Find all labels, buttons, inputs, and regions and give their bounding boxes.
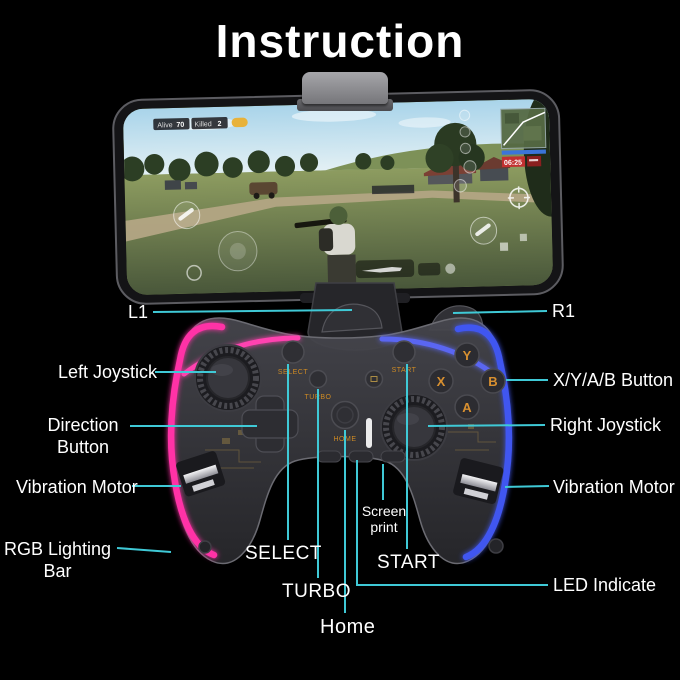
hud-joystick — [218, 230, 258, 272]
hud-buttons-column — [453, 109, 477, 193]
line-rgb-bar — [116, 547, 172, 553]
helmet — [329, 206, 348, 225]
rgb-strip-right — [454, 324, 513, 561]
phone: Alive 70 Killed 2 06:25 — [111, 88, 565, 306]
center-buttons: SELECT START TURBO HOME — [278, 340, 417, 463]
label-direction-line2: Button — [56, 437, 110, 457]
label-led-indicate: LED Indicate — [553, 575, 657, 595]
label-rgb-line1: RGB Lighting — [3, 539, 112, 559]
label-home: Home — [320, 616, 376, 638]
dirt-road — [125, 190, 552, 242]
legs — [327, 254, 357, 291]
phone-screen: Alive 70 Killed 2 06:25 — [122, 98, 554, 296]
hud-fire-button-right — [469, 216, 498, 245]
led-indicator-pills — [316, 450, 406, 463]
phone-clamp — [302, 72, 388, 104]
treeline — [122, 150, 395, 182]
hud-action-icon — [519, 233, 528, 242]
label-start: START — [377, 552, 441, 573]
direction-pad — [241, 395, 299, 453]
label-direction-line1: Direction — [47, 415, 119, 435]
x-letter: X — [437, 374, 446, 389]
label-select: SELECT — [245, 543, 322, 564]
home-button — [330, 400, 360, 430]
hud-yellow-pill — [231, 117, 248, 128]
shell-glare — [366, 418, 372, 448]
select-print: SELECT — [278, 369, 308, 376]
hud-crosshair — [507, 186, 530, 210]
label-rgb-line2: Bar — [43, 561, 72, 581]
label-turbo: TURBO — [282, 581, 351, 602]
backpack — [318, 228, 334, 252]
line-led-indicate — [356, 460, 548, 586]
y-letter: Y — [463, 348, 472, 363]
line-l1 — [152, 309, 353, 313]
cloud — [291, 109, 377, 122]
line-right-joystick — [427, 424, 546, 427]
line-vibration-right — [504, 485, 550, 488]
screenshot-button — [364, 369, 384, 389]
player-character — [294, 206, 357, 291]
line-r1 — [452, 310, 548, 314]
start-print: START — [392, 367, 417, 374]
label-rgb-lighting-bar: RGB Lighting Bar — [0, 538, 115, 582]
select-button — [281, 340, 305, 364]
hud-killed-label: Killed — [194, 120, 211, 129]
hud-coin-icon — [186, 264, 202, 281]
hud-action-icon — [499, 242, 509, 251]
hud-blue-bar — [501, 149, 546, 155]
face-buttons: Y X B A — [428, 342, 506, 420]
home-button-ring — [336, 406, 354, 424]
hud-timer-badge — [501, 156, 526, 168]
label-direction-button: Direction Button — [40, 414, 126, 458]
hud-weapon-bar — [355, 233, 528, 279]
big-tree — [425, 122, 485, 203]
x-button — [428, 368, 454, 394]
label-vibration-motor-left: Vibration Motor — [16, 477, 138, 497]
hud-killfeed-text — [529, 159, 539, 162]
b-button — [480, 368, 506, 394]
game-scene: Alive 70 Killed 2 06:25 — [122, 98, 554, 296]
grip-screw-right — [488, 538, 504, 554]
a-button — [454, 394, 480, 420]
a-letter: A — [462, 400, 472, 415]
hud-timer: 06:25 — [504, 159, 522, 168]
turbo-button — [308, 369, 328, 389]
vibration-motor-right — [453, 458, 504, 504]
hud-fire-button-left — [173, 201, 201, 230]
rgb-strip-right-inner — [379, 336, 499, 379]
minimap-trail — [503, 111, 546, 146]
hud-alive-label: Alive — [157, 121, 172, 129]
minimap-patch — [504, 112, 520, 124]
truck-wreck — [249, 182, 278, 199]
cloud — [398, 117, 451, 128]
label-screen-line1: Screen — [361, 503, 407, 519]
hud: Alive 70 Killed 2 06:25 — [153, 107, 547, 281]
label-vibration-motor-right: Vibration Motor — [553, 477, 675, 497]
vibration-motor-left — [176, 451, 226, 497]
label-screen-line2: print — [370, 519, 398, 535]
screenshot-icon — [370, 376, 378, 382]
hud-killed-value: 2 — [218, 120, 222, 128]
label-r1: R1 — [552, 301, 576, 321]
page-title: Instruction — [215, 15, 465, 67]
label-right-joystick: Right Joystick — [550, 415, 662, 435]
grip-screw-left — [198, 540, 212, 554]
right-joystick — [380, 393, 448, 461]
label-xyab-button: X/Y/A/B Button — [553, 370, 674, 390]
label-left-joystick: Left Joystick — [58, 362, 158, 382]
label-screen-print: Screen print — [355, 503, 413, 535]
b-letter: B — [488, 374, 497, 389]
label-l1: L1 — [128, 302, 149, 322]
hud-alive-value: 70 — [176, 121, 184, 129]
left-joystick — [194, 344, 262, 412]
minimap-patch — [523, 125, 542, 141]
start-button — [392, 340, 416, 364]
y-button — [454, 342, 480, 368]
